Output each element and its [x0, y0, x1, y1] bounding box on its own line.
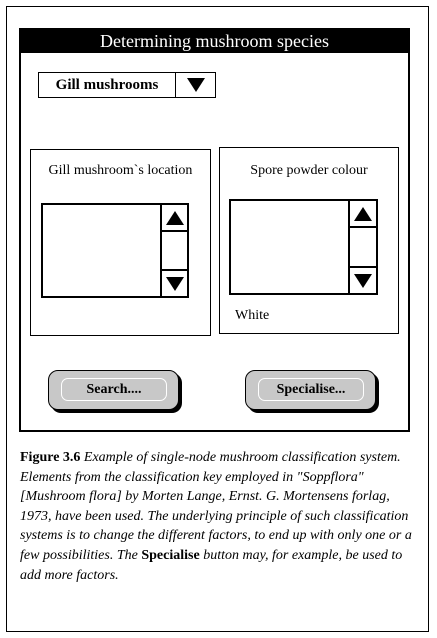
spore-scroll-up-button[interactable] [350, 201, 376, 228]
dropdown-selected-value: Gill mushrooms [39, 73, 176, 97]
triangle-up-icon [354, 206, 372, 221]
caption-text-part1: Example of single-node mushroom classifi… [20, 450, 412, 563]
figure-caption: Figure 3.6 Example of single-node mushro… [20, 448, 412, 585]
spore-colour-panel: Spore powder colour White [219, 147, 399, 334]
figure-label: Figure 3.6 [20, 450, 81, 465]
triangle-down-icon [354, 273, 372, 288]
search-button[interactable]: Search.... [48, 370, 179, 410]
search-button-label: Search.... [61, 378, 167, 401]
location-panel-label: Gill mushroom`s location [48, 163, 193, 178]
specialise-button[interactable]: Specialise... [245, 370, 376, 410]
triangle-down-icon [165, 276, 184, 291]
triangle-up-icon [165, 210, 184, 225]
spore-colour-value: White [235, 308, 270, 323]
triangle-down-icon [186, 78, 205, 92]
classification-window: Determining mushroom species Gill mushro… [19, 28, 410, 432]
location-scroll-up-button[interactable] [162, 205, 187, 232]
window-title: Determining mushroom species [21, 30, 408, 53]
spore-colour-panel-label: Spore powder colour [250, 163, 368, 178]
location-listbox[interactable] [41, 203, 162, 298]
spore-colour-scrollbar[interactable] [348, 199, 378, 295]
location-scroll-down-button[interactable] [162, 269, 187, 296]
mushroom-type-dropdown[interactable]: Gill mushrooms [38, 72, 216, 98]
caption-text-part2: button may, for example, be used to add … [20, 547, 403, 583]
dropdown-toggle-button[interactable] [176, 73, 215, 97]
figure-frame [6, 6, 429, 632]
spore-scroll-down-button[interactable] [350, 266, 376, 293]
caption-emphasis: Specialise [141, 547, 200, 563]
location-scrollbar[interactable] [160, 203, 189, 298]
specialise-button-label: Specialise... [258, 378, 364, 401]
spore-colour-listbox[interactable] [229, 199, 350, 295]
location-panel: Gill mushroom`s location [30, 149, 211, 336]
